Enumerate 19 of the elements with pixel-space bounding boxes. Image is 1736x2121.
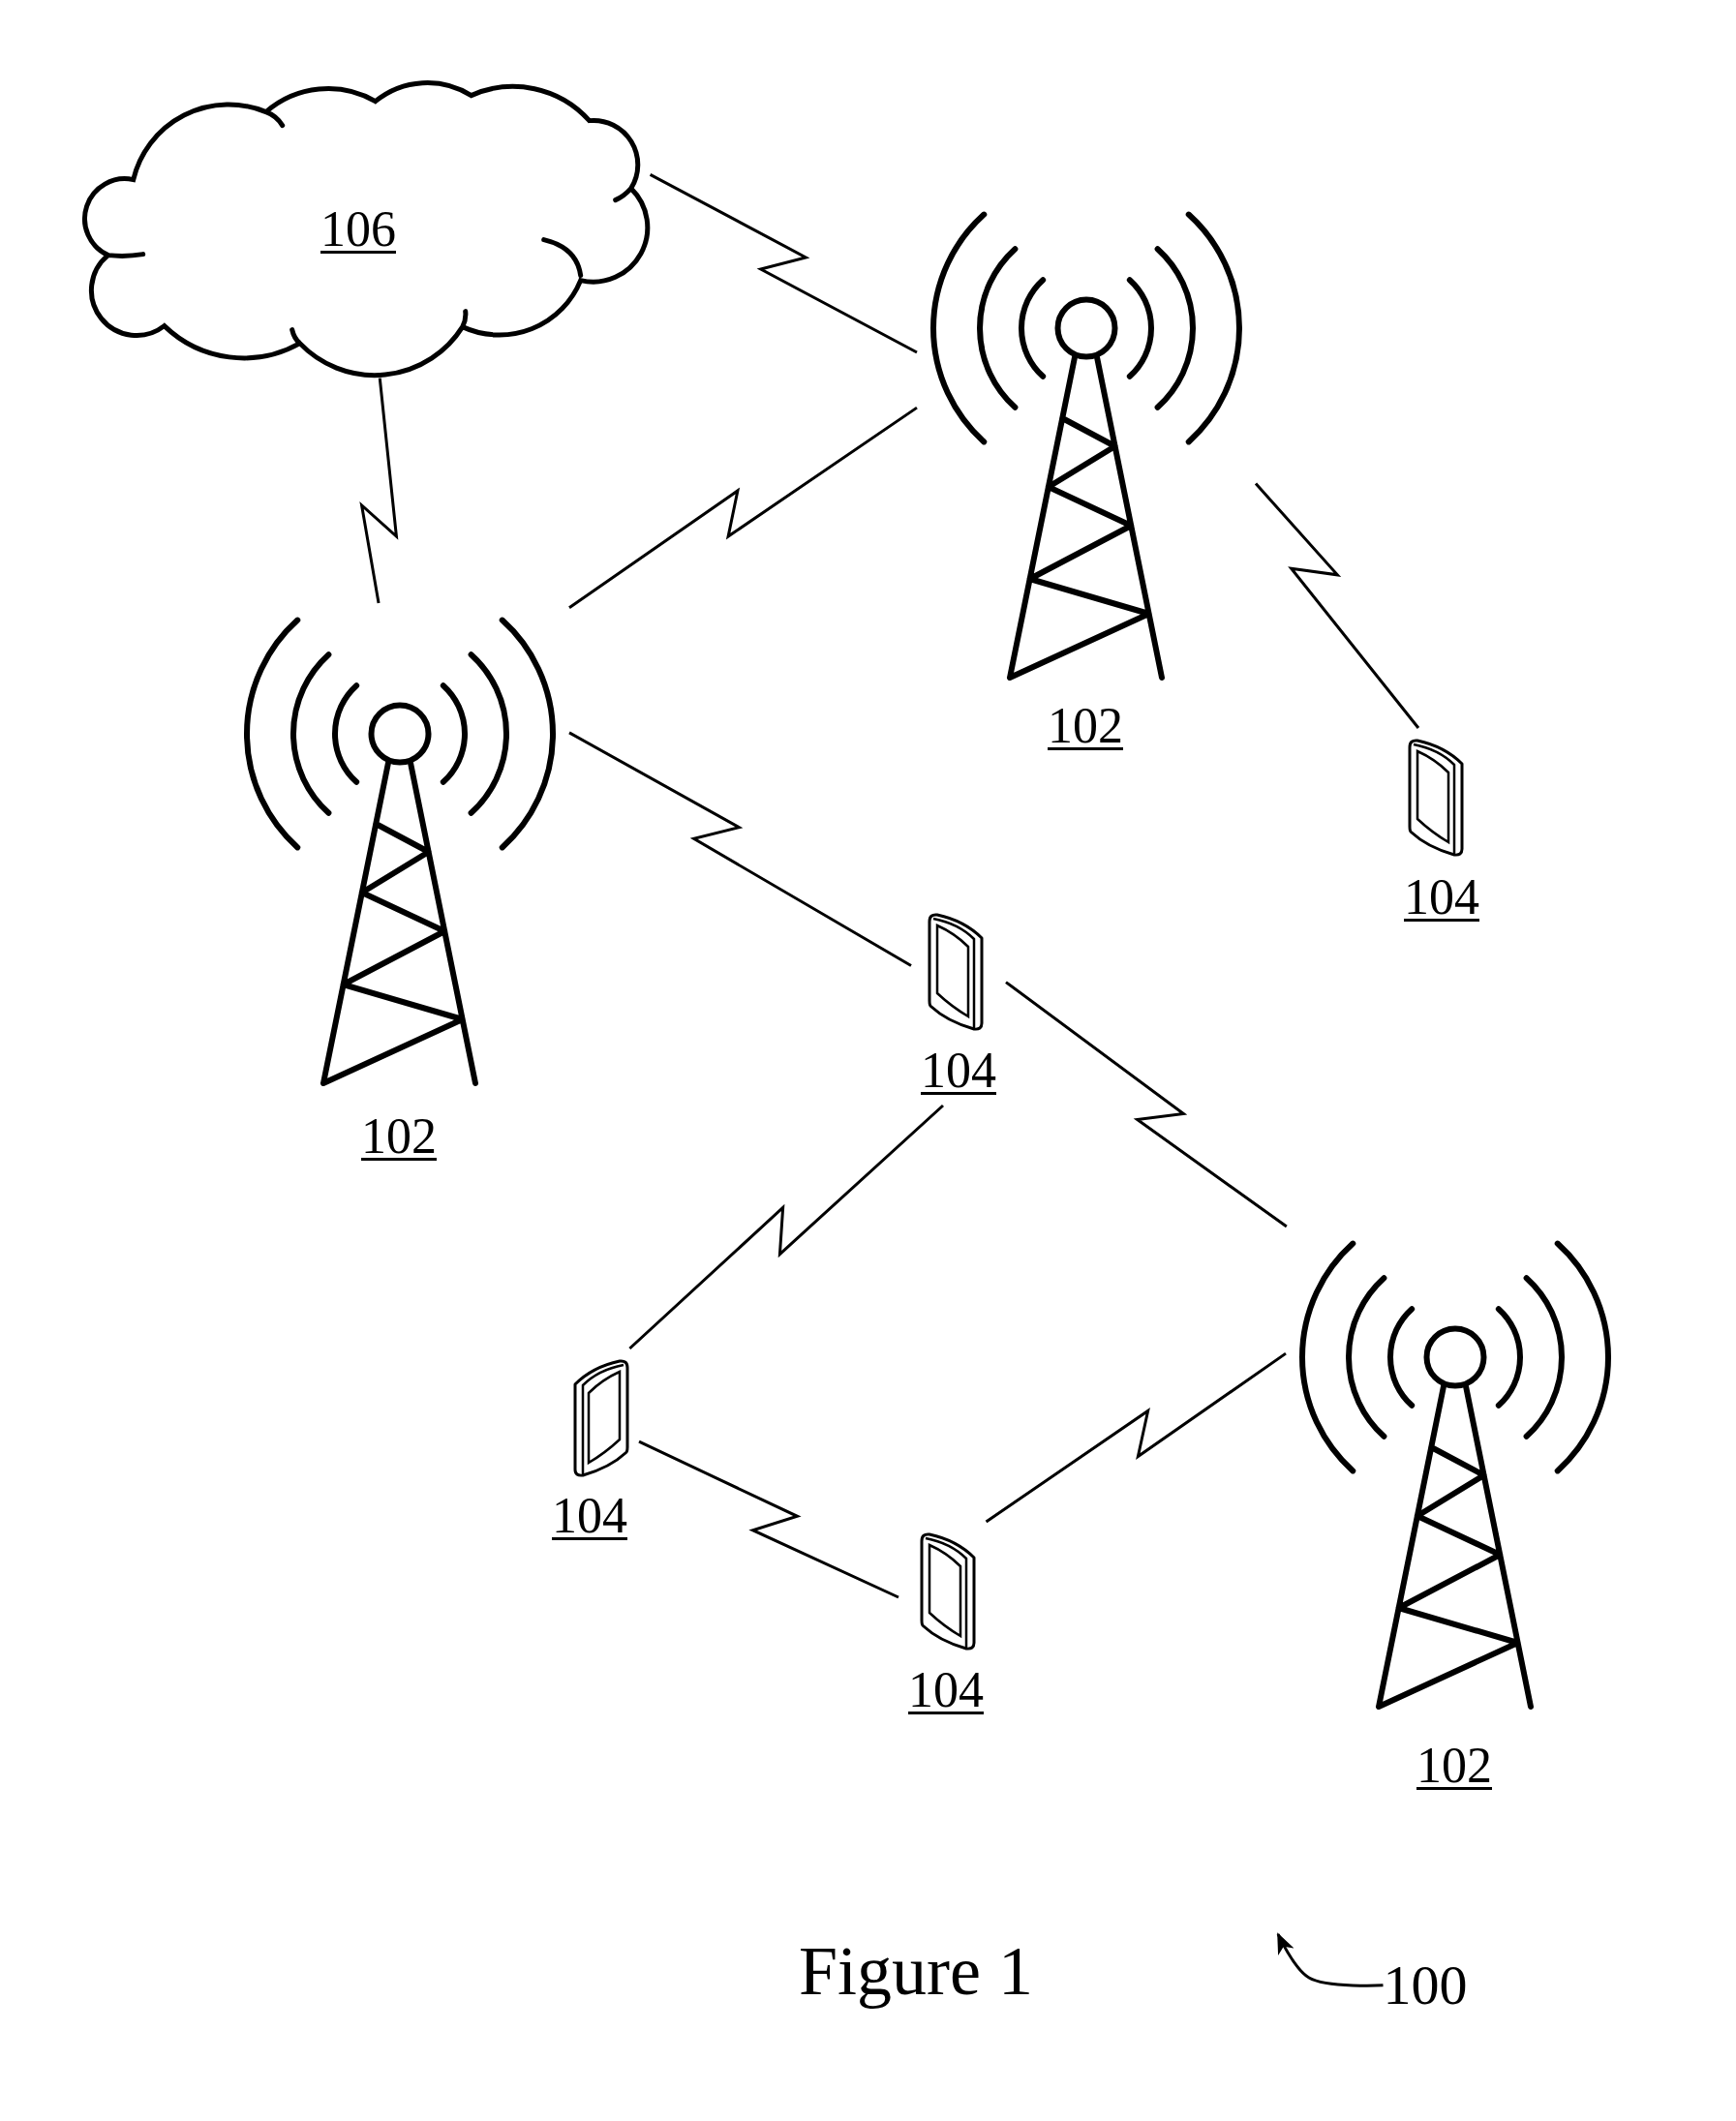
lightning-bolt — [1005, 981, 1288, 1228]
reference-numeral: 102 — [1416, 1741, 1492, 1791]
leader-arrow — [1276, 1932, 1384, 1987]
lightning-bolt — [985, 1351, 1287, 1524]
reference-numeral: 104 — [908, 1665, 984, 1715]
reference-numeral: 106 — [320, 204, 396, 255]
reference-numeral: 104 — [552, 1491, 627, 1541]
lightning-bolt — [628, 1104, 944, 1350]
lightning-bolt — [568, 731, 912, 967]
reference-numeral: 104 — [1404, 872, 1479, 923]
lightning-bolt — [359, 378, 399, 604]
reference-numeral: 102 — [361, 1111, 437, 1162]
lightning-bolt — [649, 173, 918, 354]
reference-numeral: 104 — [921, 1045, 996, 1096]
lightning-bolt — [638, 1439, 899, 1599]
lightning-bolt — [568, 406, 918, 610]
lightning-bolt — [1254, 482, 1420, 729]
reference-numeral: 100 — [1383, 1957, 1468, 2014]
reference-numeral: 102 — [1048, 701, 1123, 751]
